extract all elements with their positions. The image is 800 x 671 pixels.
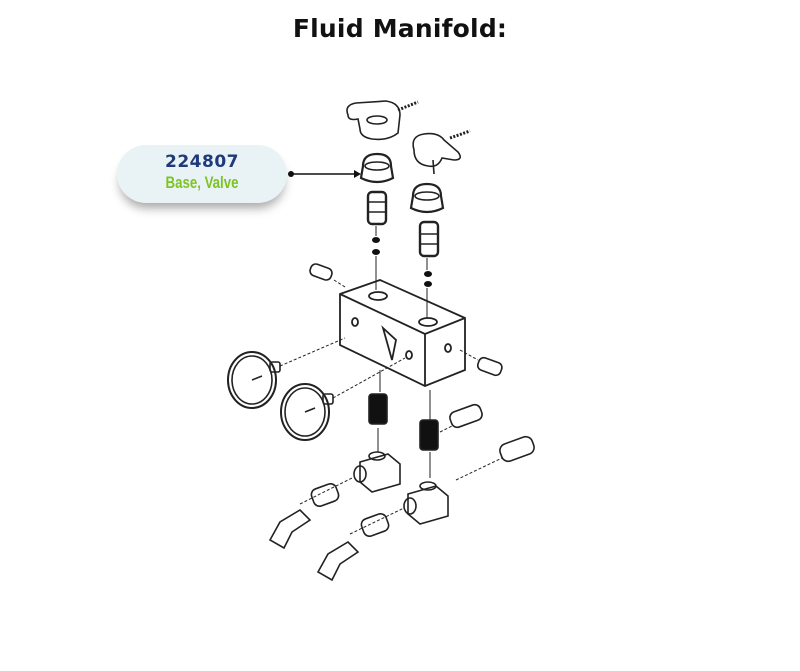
hex-nipple-right [419, 419, 439, 451]
assembly-axis-lines [375, 226, 431, 478]
page-title: Fluid Manifold: [292, 14, 508, 43]
hex-nipple-left [368, 393, 388, 425]
valve-base-left [359, 152, 395, 226]
valve-handle-right [412, 132, 462, 175]
valve-base-right [409, 182, 445, 258]
swivel-nut-left [310, 482, 340, 508]
swivel-fitting-upper [449, 403, 483, 429]
handle-pin-right [449, 129, 471, 140]
swivel-fitting-lower [499, 435, 535, 463]
pressure-gauge-2 [280, 383, 334, 441]
part-callout: 224807 Base, Valve [117, 145, 287, 203]
tee-fitting-right [403, 481, 449, 525]
valve-handle-left [346, 100, 401, 141]
nipple-fitting-top-left [309, 263, 333, 281]
elbow-fitting-left [268, 508, 312, 550]
nipple-fitting-right [476, 356, 503, 377]
manifold-block [339, 279, 466, 387]
elbow-fitting-right [316, 540, 360, 582]
part-description: Base, Valve [165, 173, 239, 192]
handle-pin-left [397, 100, 419, 112]
o-rings [372, 237, 432, 287]
tee-fitting-left [353, 451, 401, 493]
callout-leader-arrow [288, 170, 361, 178]
swivel-nut-right [360, 512, 390, 538]
part-number: 224807 [165, 152, 239, 172]
pressure-gauge-1 [227, 351, 281, 409]
